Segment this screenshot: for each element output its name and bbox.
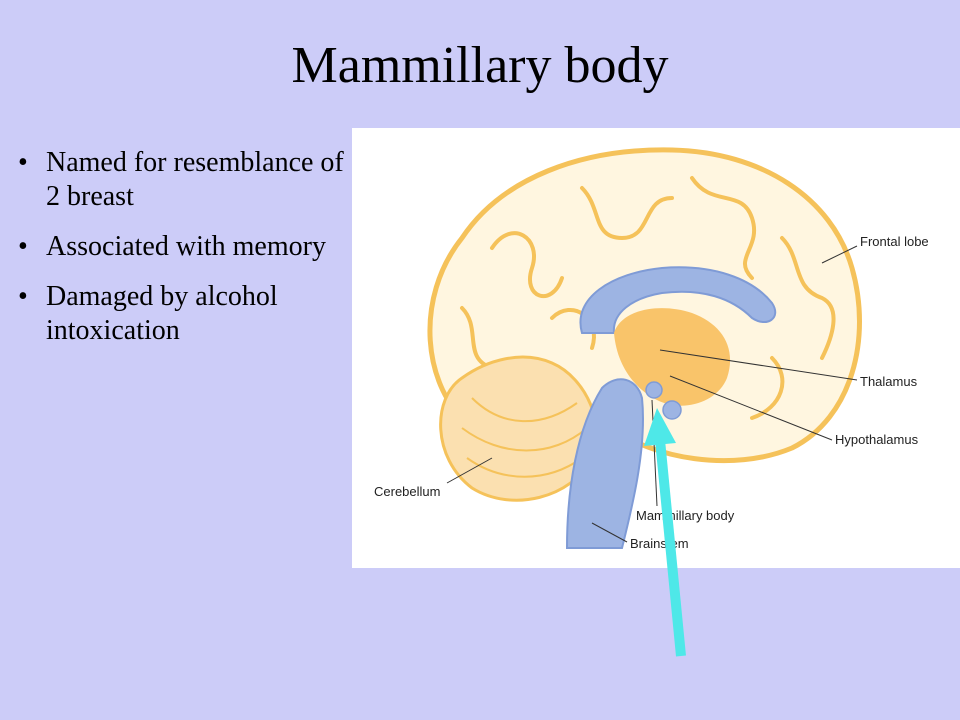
- pituitary: [662, 400, 682, 420]
- label-brainstem: Brainstem: [630, 536, 689, 551]
- label-mammillary-body: Mammillary body: [636, 508, 735, 523]
- brain-diagram: Frontal lobe Thalamus Hypothalamus Cereb…: [352, 128, 960, 568]
- bullet-icon: •: [18, 231, 28, 262]
- lateral-ventricle: [579, 266, 777, 334]
- bullet-text: Named for resemblance of 2 breast: [46, 147, 344, 212]
- thalamus: [614, 308, 731, 406]
- brain-illustration: Frontal lobe Thalamus Hypothalamus Cereb…: [374, 147, 929, 551]
- label-cerebellum: Cerebellum: [374, 484, 440, 499]
- slide-title: Mammillary body: [291, 37, 669, 94]
- brainstem: [565, 378, 644, 549]
- bullet-item: • Damaged by alcohol intoxication: [18, 280, 363, 348]
- gyri-pattern: [460, 176, 836, 420]
- bullet-list: • Named for resemblance of 2 breast • Asso…: [18, 146, 363, 364]
- bullet-item: • Associated with memory: [18, 230, 363, 264]
- bullet-text: Associated with memory: [46, 231, 326, 262]
- label-frontal-lobe: Frontal lobe: [860, 234, 929, 249]
- bullet-icon: •: [18, 147, 28, 178]
- bullet-text: Damaged by alcohol intoxication: [46, 281, 278, 346]
- label-thalamus: Thalamus: [860, 374, 918, 389]
- label-hypothalamus: Hypothalamus: [835, 432, 919, 447]
- mammillary-body: [645, 381, 663, 399]
- bullet-icon: •: [18, 281, 28, 312]
- bullet-item: • Named for resemblance of 2 breast: [18, 146, 363, 214]
